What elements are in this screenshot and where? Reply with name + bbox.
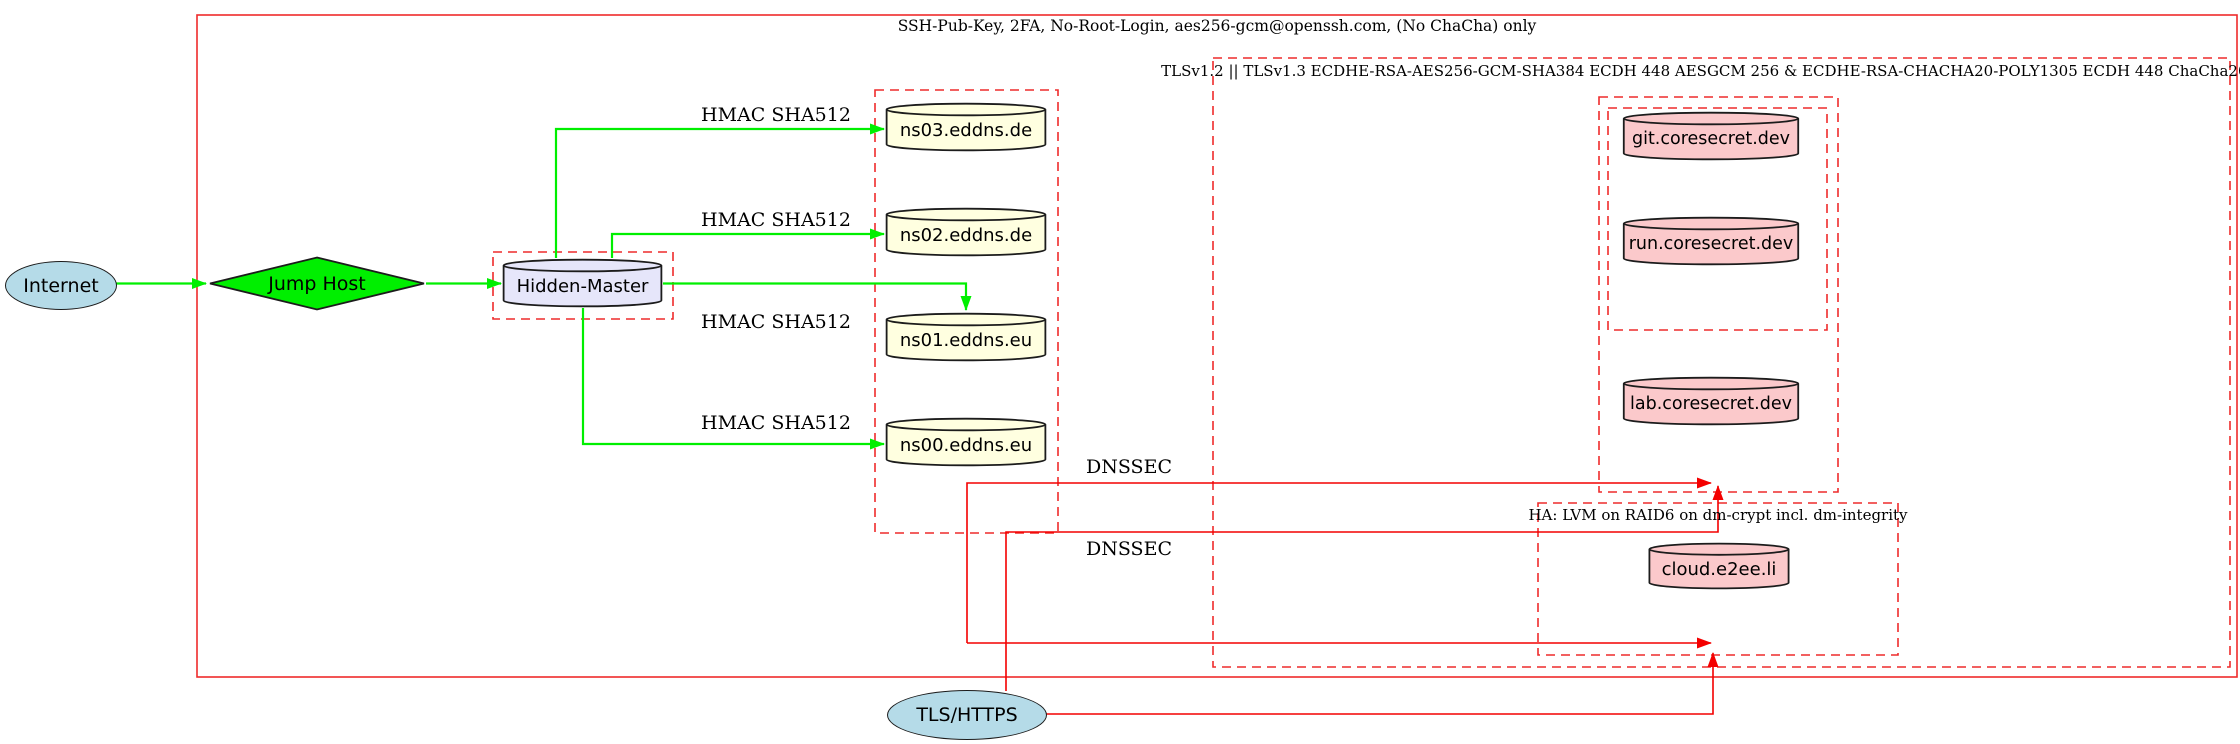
node-tls-https-label: TLS/HTTPS	[916, 704, 1018, 726]
node-cloud-e2ee: cloud.e2ee.li	[1648, 542, 1790, 590]
edge-label-dnssec-1: DNSSEC	[1086, 456, 1172, 478]
dns-cluster-box	[874, 89, 1059, 534]
cylinder-shape	[1648, 542, 1790, 590]
cylinder-shape	[1622, 111, 1800, 161]
ssh-boundary-box	[196, 14, 2238, 678]
node-ns01-label: ns01.eddns.eu	[899, 329, 1033, 351]
cylinder-shape	[502, 258, 663, 308]
cylinder-shape	[885, 417, 1047, 467]
node-git-coresecret-label: git.coresecret.dev	[1631, 129, 1791, 149]
tls-cluster-label: TLSv1.2 || TLSv1.3 ECDHE-RSA-AES256-GCM-…	[1161, 62, 2240, 80]
cylinder-shape	[885, 102, 1047, 152]
node-internet: Internet	[5, 261, 117, 310]
node-internet-label: Internet	[23, 274, 99, 297]
edge-tlshttps-to-server-cluster	[1005, 485, 1724, 691]
node-run-coresecret-label: run.coresecret.dev	[1628, 234, 1794, 254]
node-ns03-label: ns03.eddns.de	[899, 119, 1033, 141]
edge-tlshttps-to-ha-cluster	[1045, 652, 1719, 715]
node-hidden-master-label: Hidden-Master	[516, 275, 649, 297]
node-cloud-e2ee-label: cloud.e2ee.li	[1661, 558, 1777, 580]
edge-dnssec-to-server-cluster	[966, 477, 1712, 643]
edge-label-dnssec-2: DNSSEC	[1086, 538, 1172, 560]
node-ns02: ns02.eddns.de	[885, 207, 1047, 257]
server-inner-cluster-box	[1607, 107, 1828, 331]
node-tls-https: TLS/HTTPS	[887, 690, 1047, 740]
edge-hiddenmaster-ns01	[663, 282, 972, 311]
cylinder-shape	[885, 312, 1047, 362]
diamond-shape	[208, 256, 426, 311]
ha-cluster-label: HA: LVM on RAID6 on dm-crypt incl. dm-in…	[1528, 506, 1908, 524]
cylinder-shape	[1622, 376, 1800, 426]
edge-hiddenmaster-ns03	[554, 123, 885, 258]
node-git-coresecret: git.coresecret.dev	[1622, 111, 1800, 161]
node-lab-coresecret-label: lab.coresecret.dev	[1630, 394, 1792, 414]
node-ns00: ns00.eddns.eu	[885, 417, 1047, 467]
cylinder-shape	[885, 207, 1047, 257]
node-lab-coresecret: lab.coresecret.dev	[1622, 376, 1800, 426]
node-run-coresecret: run.coresecret.dev	[1622, 216, 1800, 266]
edge-label-hmac-ns03: HMAC SHA512	[701, 104, 851, 126]
edge-label-hmac-ns02: HMAC SHA512	[701, 209, 851, 231]
ssh-boundary-label: SSH-Pub-Key, 2FA, No-Root-Login, aes256-…	[897, 17, 1537, 35]
node-ns01: ns01.eddns.eu	[885, 312, 1047, 362]
cylinder-shape	[1622, 216, 1800, 266]
edge-hiddenmaster-ns00	[581, 308, 885, 450]
node-ns03: ns03.eddns.de	[885, 102, 1047, 152]
node-hidden-master: Hidden-Master	[502, 258, 663, 308]
node-ns02-label: ns02.eddns.de	[899, 224, 1033, 246]
node-jump-host: Jump Host	[208, 256, 426, 311]
edge-label-hmac-ns01: HMAC SHA512	[701, 311, 851, 333]
tls-cluster-box	[1212, 57, 2231, 668]
node-jump-host-label: Jump Host	[268, 272, 366, 295]
node-ns00-label: ns00.eddns.eu	[899, 434, 1033, 456]
edge-label-hmac-ns00: HMAC SHA512	[701, 412, 851, 434]
edge-hiddenmaster-ns02	[610, 228, 885, 258]
